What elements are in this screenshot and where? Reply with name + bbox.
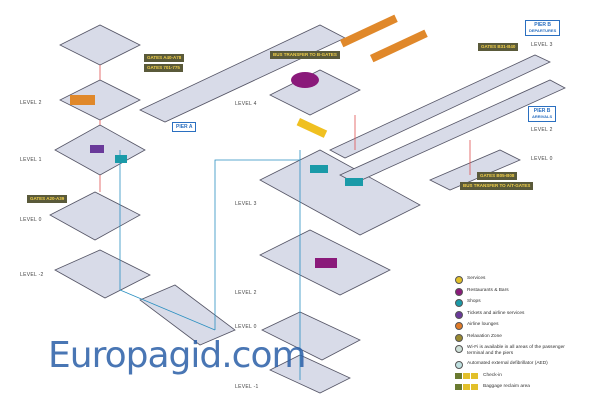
ticket-icon <box>455 310 463 319</box>
legend-item: Wi-Fi is available in all areas of the p… <box>455 345 577 361</box>
legend-label: Tickets and airline services <box>467 310 525 316</box>
level-label: LEVEL 2 <box>20 100 42 106</box>
legend-item: Relaxation Zone <box>455 333 577 346</box>
pier-b-level-0 <box>429 149 521 191</box>
pier-subtitle: ARRIVALS <box>532 114 553 119</box>
gates-label: GATES B05-B08 <box>477 172 518 180</box>
pier-title: PIER B <box>534 22 551 28</box>
services-icon <box>455 276 463 284</box>
level-label: LEVEL 3 <box>531 42 553 48</box>
gates-label: GATES A40-A78 <box>144 54 185 62</box>
wifi-icon <box>455 345 463 353</box>
legend-label: Check-in <box>483 372 502 378</box>
pier-b-departures <box>329 54 551 159</box>
lounge-icon <box>455 322 463 330</box>
legend-label: Relaxation Zone <box>467 333 502 339</box>
legend-label: Automated external defibrillator (AED) <box>467 361 548 366</box>
transfer-paths <box>119 150 301 380</box>
shop-icon <box>455 299 463 307</box>
legend-item: Airline lounges <box>455 322 577 334</box>
vertical-connectors <box>99 65 471 192</box>
legend-label: Services <box>467 276 486 281</box>
legend-label: Shops <box>467 299 481 304</box>
central-level-0 <box>261 311 361 361</box>
legend-item: Automated external defibrillator (AED) <box>455 361 577 373</box>
legend-item: Services <box>455 276 577 288</box>
legend-item: Tickets and airline services <box>455 310 577 323</box>
level-0-floor <box>49 191 141 241</box>
level-label: LEVEL -1 <box>235 384 259 390</box>
baggage-icon <box>455 384 479 390</box>
watermark: Europagid.com <box>48 335 307 376</box>
gates-label: GATES A20-A39 <box>27 195 68 203</box>
level-minus2-floor <box>54 249 151 299</box>
level-label: LEVEL 4 <box>235 101 257 107</box>
level-label: LEVEL 0 <box>20 217 42 223</box>
bus-transfer-label: BUS TRANSFER TO B-GATES <box>270 51 340 59</box>
level-label: LEVEL -2 <box>20 272 44 278</box>
level-2-top-floor <box>59 24 141 66</box>
pier-a-label: PIER A <box>172 122 197 132</box>
amenity-areas <box>70 14 428 268</box>
relax-icon <box>455 333 463 342</box>
central-level-minus1 <box>269 354 351 394</box>
legend-label: Baggage reclaim area <box>483 384 530 389</box>
level-label: LEVEL 3 <box>235 201 257 207</box>
restaurant-icon <box>455 287 463 296</box>
aed-icon <box>455 361 463 369</box>
gates-label: GATES B31-B40 <box>478 43 519 51</box>
legend-item: Baggage reclaim area <box>455 384 577 396</box>
legend-item: Restaurants & Bars <box>455 287 577 300</box>
pier-subtitle: DEPARTURES <box>529 28 557 33</box>
legend-item: Shops <box>455 299 577 311</box>
legend-item: Check-in <box>455 372 577 385</box>
legend-label: Restaurants & Bars <box>467 287 509 293</box>
level-label: LEVEL 2 <box>235 290 257 296</box>
bus-transfer-label: BUS TRANSFER TO A/T-GATES <box>460 182 534 190</box>
level-label: LEVEL 2 <box>531 127 553 133</box>
checkin-icon <box>455 372 479 379</box>
pier-title: PIER B <box>533 108 551 114</box>
walkway <box>139 284 236 346</box>
gates-label: GATES 701-775 <box>144 64 183 72</box>
level-label: LEVEL 1 <box>20 157 42 163</box>
level-2-floor <box>59 79 141 121</box>
level-label: LEVEL 0 <box>531 156 553 162</box>
legend-label: Wi-Fi is available in all areas of the p… <box>467 345 565 356</box>
level-label: LEVEL 0 <box>235 324 257 330</box>
legend-label: Airline lounges <box>467 322 499 327</box>
pier-title: PIER A <box>176 124 193 130</box>
